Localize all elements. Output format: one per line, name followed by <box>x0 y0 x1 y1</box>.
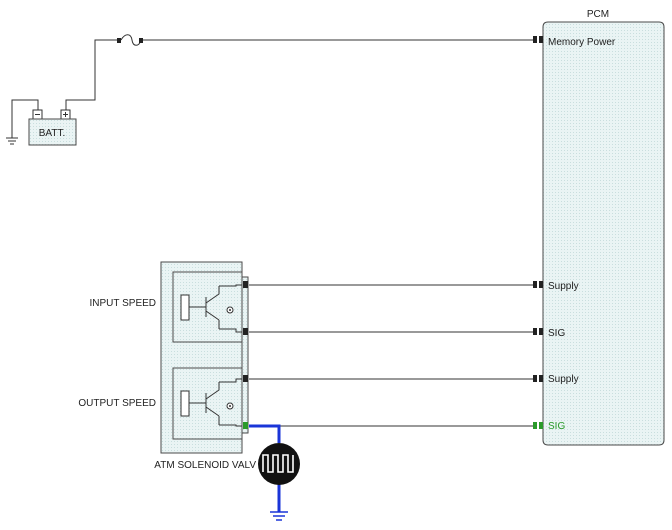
transistor-icon <box>189 378 242 427</box>
square-wave-icon <box>262 454 294 473</box>
pin-stub <box>533 328 537 335</box>
pcm-pin-output-supply: Supply <box>548 374 579 385</box>
fuse <box>117 34 143 46</box>
ground-icon <box>270 511 288 521</box>
highlight-wire <box>249 424 281 443</box>
sensor-connector-strip <box>241 276 249 434</box>
pcm-body <box>542 21 665 446</box>
fuse-terminal <box>139 38 143 43</box>
pcm-title: PCM <box>587 9 609 20</box>
pin-stub <box>533 375 537 382</box>
pin-stub <box>243 281 248 288</box>
input-speed-sensor <box>172 271 243 343</box>
pin-stub <box>539 281 543 288</box>
fuse-icon <box>120 34 142 46</box>
pcm-pin-input-supply: Supply <box>548 281 579 292</box>
fuse-terminal <box>117 38 121 43</box>
battery-ground-wire <box>11 99 39 138</box>
pin-stub <box>539 422 543 429</box>
pin-stub <box>539 328 543 335</box>
pin-stub <box>243 375 248 382</box>
battery-body <box>28 118 77 146</box>
output-speed-label: OUTPUT SPEED <box>78 398 156 409</box>
pcm-pin-input-sig: SIG <box>548 328 565 339</box>
pin-stub <box>243 328 248 335</box>
pcm-pin-output-sig: SIG <box>548 421 565 432</box>
memory-power-wire <box>65 39 120 111</box>
input-speed-label: INPUT SPEED <box>90 298 157 309</box>
pin-stub <box>539 375 543 382</box>
atm-solenoid-valve: ATM SOLENOID VALV <box>154 424 300 521</box>
transistor-icon <box>189 284 242 333</box>
pin-stub <box>533 36 537 43</box>
sensor-assembly: INPUT SPEED OUTPUT SPEED <box>78 261 249 454</box>
output-speed-sensor <box>172 367 243 440</box>
pcm-module: PCM Memory Power Supply SIG Supply SIG <box>542 9 665 446</box>
pin-stub <box>539 36 543 43</box>
pcm-pin-memory-power: Memory Power <box>548 37 616 48</box>
pin-stub <box>533 281 537 288</box>
atm-solenoid-label: ATM SOLENOID VALV <box>154 460 256 471</box>
battery: BATT. <box>6 99 77 146</box>
waveform-meter-icon <box>258 443 300 485</box>
pin-stub <box>533 422 537 429</box>
battery-label: BATT. <box>39 128 65 139</box>
pin-stub <box>243 422 248 429</box>
ground-icon <box>6 137 18 145</box>
wires <box>65 39 533 427</box>
pcm-connector-pins <box>533 36 543 429</box>
